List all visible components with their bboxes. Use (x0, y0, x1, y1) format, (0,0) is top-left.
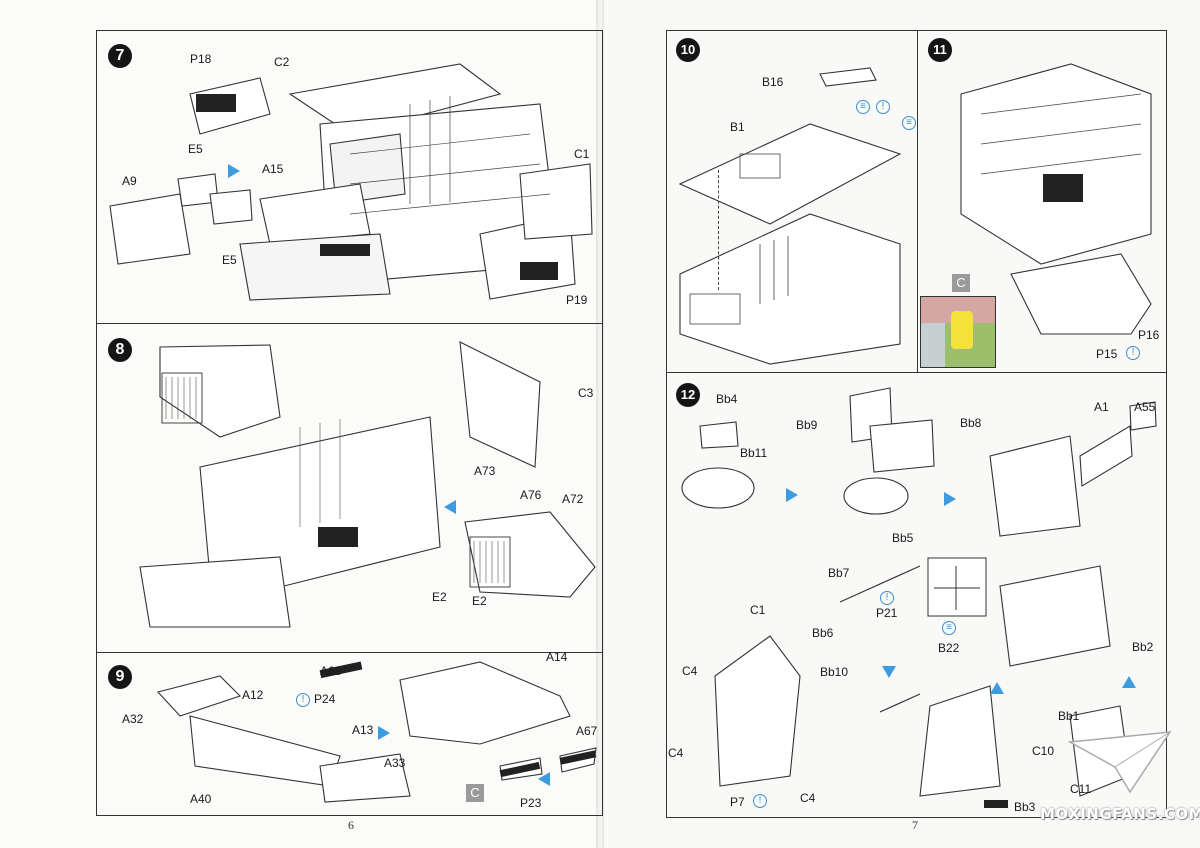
label-p15: P15 (1096, 347, 1118, 361)
step-9-panel (96, 652, 603, 816)
label-a55: A55 (1134, 400, 1156, 414)
watermark-logo-icon (1067, 731, 1172, 794)
watermark-text: MOXINGFANS.COM (1040, 805, 1200, 823)
step-7-drawing (109, 63, 593, 301)
label-c3: C3 (578, 386, 594, 400)
label-bb9: Bb9 (796, 418, 818, 432)
label-b16: B16 (762, 75, 784, 89)
c-badge-step-11: C (952, 274, 970, 292)
step-12-arrow-2 (944, 492, 956, 506)
label-bb3: Bb3 (1014, 800, 1036, 814)
label-a15: A15 (262, 162, 284, 176)
label-p21: P21 (876, 606, 898, 620)
label-b22: B22 (938, 641, 960, 655)
label-c1-step12: C1 (750, 603, 766, 617)
label-p19: P19 (566, 293, 588, 307)
label-a67: A67 (576, 724, 598, 738)
step-8-drawing (139, 341, 596, 628)
color-detail-inset (920, 296, 996, 368)
step-9-arrow-2 (538, 772, 550, 786)
step-number-10: 10 (676, 38, 700, 62)
label-e5-top: E5 (188, 142, 203, 156)
label-b1: B1 (730, 120, 745, 134)
label-a14: A14 (546, 650, 568, 664)
step-number-8: 8 (108, 338, 132, 362)
label-c1: C1 (574, 147, 590, 161)
label-bb2: Bb2 (1132, 640, 1154, 654)
label-bb7: Bb7 (828, 566, 850, 580)
step-12-arrow-5 (1122, 676, 1136, 688)
label-c10: C10 (1032, 744, 1055, 758)
step-12-arrow-3 (882, 666, 896, 678)
info-circle-icon: ! (880, 591, 894, 605)
step-number-11: 11 (928, 38, 952, 62)
label-a40: A40 (190, 792, 212, 806)
label-a73: A73 (474, 464, 496, 478)
label-e2-right: E2 (472, 594, 487, 608)
step-9-drawing (156, 661, 597, 803)
info-circle-icon: ! (876, 100, 890, 114)
label-bb4: Bb4 (716, 392, 738, 406)
label-bb10: Bb10 (820, 665, 849, 679)
label-a9: A9 (122, 174, 137, 188)
label-c4-bottom: C4 (800, 791, 816, 805)
label-p23: P23 (520, 796, 542, 810)
label-bb6: Bb6 (812, 626, 834, 640)
page-number-right: 7 (912, 818, 918, 832)
label-bb11: Bb11 (740, 446, 768, 460)
label-p18: P18 (190, 52, 212, 66)
page-number-left: 6 (348, 818, 354, 832)
glue-icon: ≡ (942, 621, 956, 635)
step-9-arrow-1 (378, 726, 390, 740)
step-number-7: 7 (108, 44, 132, 68)
glue-icon: ≡ (902, 116, 916, 130)
label-a13: A13 (352, 723, 374, 737)
info-circle-icon: ! (753, 794, 767, 808)
step-number-12: 12 (676, 383, 700, 407)
info-circle-icon: ! (296, 693, 310, 707)
step-12-arrow-1 (786, 488, 798, 502)
label-c11: C11 (1070, 782, 1092, 796)
label-p7: P7 (730, 795, 745, 809)
label-a1: A1 (1094, 400, 1109, 414)
label-bb8: Bb8 (960, 416, 982, 430)
label-a32: A32 (122, 712, 144, 726)
c-badge-step-9: C (466, 784, 484, 802)
label-bb1: Bb1 (1058, 709, 1080, 723)
label-c2: C2 (274, 55, 290, 69)
step-7-arrow (228, 164, 240, 178)
label-e5-bottom: E5 (222, 253, 237, 267)
label-c4-left: C4 (668, 746, 684, 760)
step-12-arrow-4 (990, 682, 1004, 694)
step-11-drawing (960, 63, 1152, 335)
info-circle-icon: ! (1126, 346, 1140, 360)
label-p16: P16 (1138, 328, 1160, 342)
label-a33: A33 (384, 756, 406, 770)
label-p24: P24 (314, 692, 336, 706)
label-a12: A12 (242, 688, 264, 702)
label-e2-left: E2 (432, 590, 447, 604)
glue-icon: ≡ (856, 100, 870, 114)
step-12-panel (666, 372, 1167, 818)
label-a76: A76 (520, 488, 542, 502)
step-10-drawing (678, 67, 902, 365)
label-a68: A68 (320, 664, 342, 678)
step-10-guide (718, 170, 719, 290)
label-bb5: Bb5 (892, 531, 914, 545)
page-crease (596, 0, 604, 848)
step-8-arrow (444, 500, 456, 514)
label-c4-top: C4 (682, 664, 698, 678)
label-a72: A72 (562, 492, 584, 506)
step-number-9: 9 (108, 665, 132, 689)
